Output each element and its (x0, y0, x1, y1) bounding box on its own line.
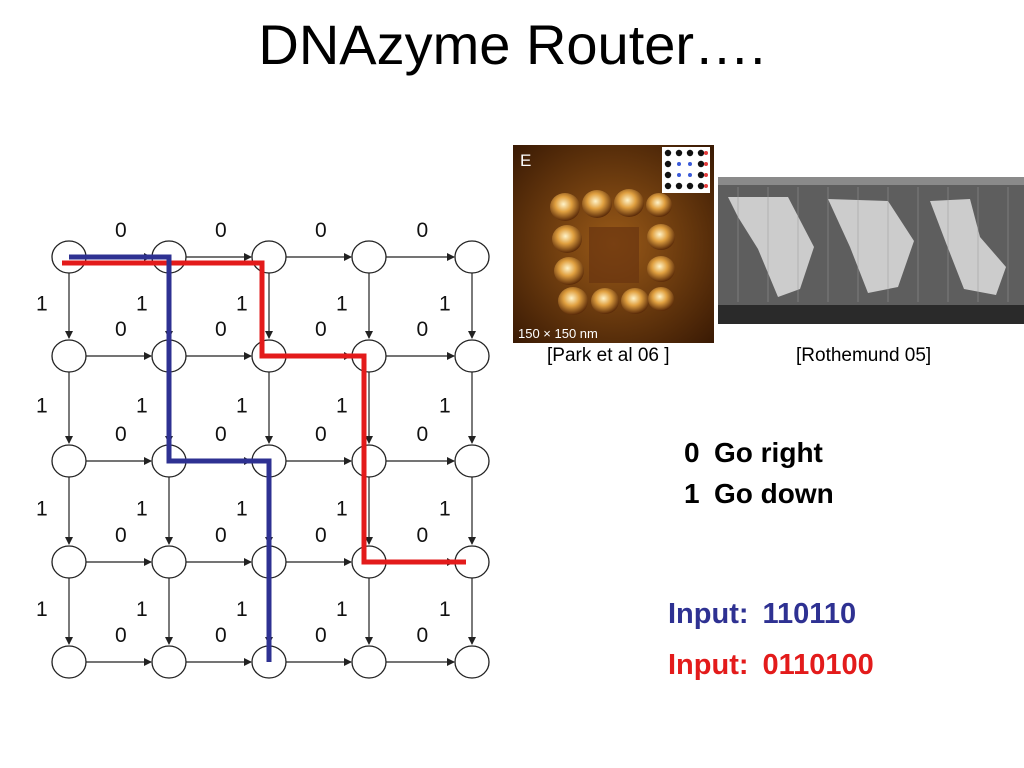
legend-meaning: Go right (714, 437, 823, 468)
edge-label-down: 1 (36, 293, 48, 316)
edge-label-right: 0 (315, 524, 327, 547)
afm-panel-letter: E (520, 151, 532, 170)
edge-label-down: 1 (439, 293, 451, 316)
red-route-path (62, 260, 466, 565)
edge-label-right: 0 (417, 318, 429, 341)
edge-label-down: 1 (136, 598, 148, 621)
input-value: 0110100 (762, 649, 874, 681)
edge-label-right: 0 (417, 624, 429, 647)
edge-label-down: 1 (136, 395, 148, 418)
edge-label-down: 1 (36, 598, 48, 621)
router-node (51, 339, 87, 373)
edge-label-down: 1 (439, 395, 451, 418)
edge-label-down: 1 (136, 293, 148, 316)
router-node (151, 545, 187, 579)
edge-label-right: 0 (215, 624, 227, 647)
edge-label-right: 0 (417, 219, 429, 242)
edge-label-down: 1 (236, 395, 248, 418)
edge-label-down: 1 (439, 598, 451, 621)
input-label: Input: (668, 598, 749, 630)
router-node (454, 444, 490, 478)
afm-scale-label: 150 × 150 nm (518, 326, 598, 341)
router-node (351, 240, 387, 274)
edge-label-right: 0 (315, 318, 327, 341)
router-node (454, 339, 490, 373)
router-node (51, 545, 87, 579)
edge-label-right: 0 (115, 423, 127, 446)
edge-label-right: 0 (115, 524, 127, 547)
router-node (251, 240, 287, 274)
legend-key: 0 (684, 437, 700, 468)
input-label: Input: (668, 649, 749, 681)
edge-label-right: 0 (315, 219, 327, 242)
origami-citation: [Rothemund 05] (796, 345, 932, 366)
edge-label-right: 0 (215, 423, 227, 446)
input-value: 110110 (762, 598, 857, 630)
edge-label-down: 1 (36, 395, 48, 418)
edge-label-down: 1 (136, 498, 148, 521)
input-blue: Input: 110110 (668, 598, 856, 631)
edge-label-right: 0 (215, 219, 227, 242)
edge-label-right: 0 (215, 318, 227, 341)
origami-image (718, 177, 1024, 324)
edge-label-down: 1 (336, 293, 348, 316)
edge-label-right: 0 (115, 219, 127, 242)
afm-image: E 150 × 150 nm (513, 145, 714, 343)
afm-citation: [Park et al 06 ] (547, 345, 670, 366)
edge-label-right: 0 (417, 524, 429, 547)
edge-label-right: 0 (115, 318, 127, 341)
router-node (151, 645, 187, 679)
slide-title: DNAzyme Router…. (258, 13, 766, 76)
edge-label-down: 1 (236, 498, 248, 521)
edge-label-down: 1 (236, 598, 248, 621)
edge-label-down: 1 (336, 395, 348, 418)
edge-label-down: 1 (336, 598, 348, 621)
edge-label-right: 0 (417, 423, 429, 446)
legend-row-down: 1 Go down (684, 478, 834, 510)
router-node (51, 444, 87, 478)
edge-label-down: 1 (236, 293, 248, 316)
edge-label-right: 0 (315, 423, 327, 446)
edge-label-right: 0 (315, 624, 327, 647)
router-node (454, 240, 490, 274)
router-node (351, 444, 387, 478)
edge-label-down: 1 (36, 498, 48, 521)
router-node (351, 645, 387, 679)
edge-label-right: 0 (215, 524, 227, 547)
edge-label-right: 0 (115, 624, 127, 647)
router-node (51, 645, 87, 679)
blue-route-path (69, 254, 272, 662)
input-red: Input: 0110100 (668, 649, 874, 682)
afm-inset-pattern (662, 147, 710, 193)
legend-key: 1 (684, 478, 700, 509)
edge-label-down: 1 (336, 498, 348, 521)
edge-label-down: 1 (439, 498, 451, 521)
legend-meaning: Go down (714, 478, 834, 509)
legend-row-right: 0 Go right (684, 437, 823, 469)
router-node (454, 645, 490, 679)
